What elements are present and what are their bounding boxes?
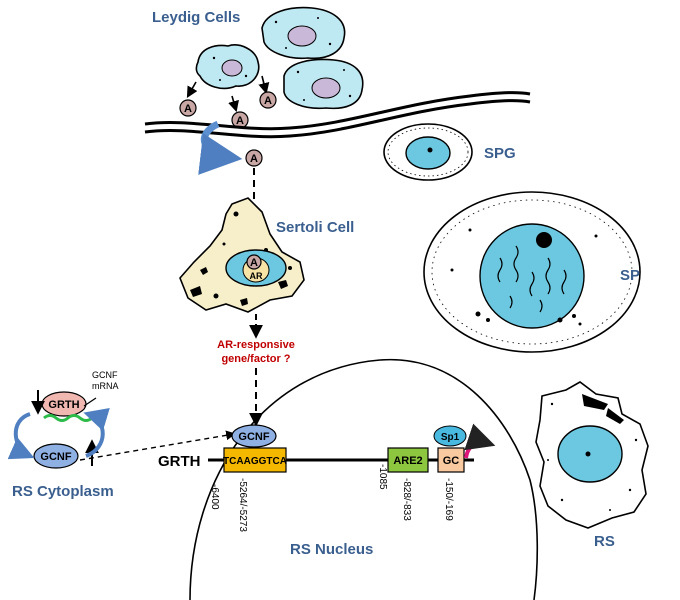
are2-element [387,447,429,473]
spg-label: SPG [484,145,516,162]
transport-arrow-icon [198,120,243,175]
ar-responsive-label: AR-responsive [217,339,295,351]
sertoli-cell: A AR Sertoli Cell [179,197,354,313]
rs-cytoplasm-label: RS Cytoplasm [12,483,114,500]
transcription-start-arrow-icon [464,423,496,459]
hormone-a-1 [179,99,197,117]
leydig-label: Leydig Cells [152,9,240,26]
position-828-833: -828/-833 [401,478,412,521]
svg-text:A: A [184,103,192,115]
rs-nucleus-label: RS Nucleus [290,541,373,558]
hormone-a-bound [246,254,262,270]
gcnf-mrna-label: GCNF [92,370,118,380]
leydig-cells: Leydig Cells [152,6,364,110]
rs-cytoplasm-cycle: GRTH GCNF GCNF mRNA RS Cytoplasm [7,370,119,500]
svg-text:GRTH: GRTH [48,399,79,411]
hormone-release-arrows [186,75,270,113]
gcnf-nuclear-import-arrow [79,430,236,461]
gene-name: GRTH [158,453,201,470]
rs-cell: RS [535,381,649,550]
gc-box-element [437,447,465,473]
svg-text:TCAAGGTCA: TCAAGGTCA [223,456,287,467]
gcnf-factor [231,424,277,448]
gcnf-mrna-label-2: mRNA [92,381,119,391]
rs-nucleus-boundary [189,358,539,600]
hormone-molecules: A A A A [179,91,277,167]
position-150-169: -150/-169 [443,478,454,521]
svg-text:A: A [250,153,258,165]
leydig-nucleus-left [221,59,243,77]
svg-text:ARE2: ARE2 [393,455,422,467]
leydig-nucleus-top [287,25,317,47]
rs-label: RS [594,533,615,550]
spg-cell: SPG [383,123,516,181]
svg-text:A: A [236,115,244,127]
sp-label: SP [620,267,640,284]
position-1085: -1085 [377,464,388,490]
hormone-a-4 [245,149,263,167]
svg-text:A: A [250,257,258,269]
androgen-receptor-label: AR [250,271,263,281]
sp-cell: SP [423,191,641,353]
grth-gene-promoter: GRTH GCNF TCAAGGTCA ARE2 GC Sp1 -6400 -5… [158,423,496,532]
position-5264-5273: -5264/-5273 [237,478,248,532]
position-6400: -6400 [209,484,220,510]
svg-text:A: A [264,95,272,107]
leydig-nucleus-right [311,77,341,99]
svg-text:GCNF: GCNF [40,451,71,463]
svg-text:GC: GC [443,455,460,467]
sertoli-label: Sertoli Cell [276,219,354,236]
mrna-strand-icon [43,414,93,422]
ar-responsive-label-2: gene/factor ? [221,353,290,365]
svg-text:Sp1: Sp1 [441,432,460,443]
svg-text:GCNF: GCNF [238,431,269,443]
gcnf-binding-element [223,447,287,473]
hormone-a-3 [259,91,277,109]
